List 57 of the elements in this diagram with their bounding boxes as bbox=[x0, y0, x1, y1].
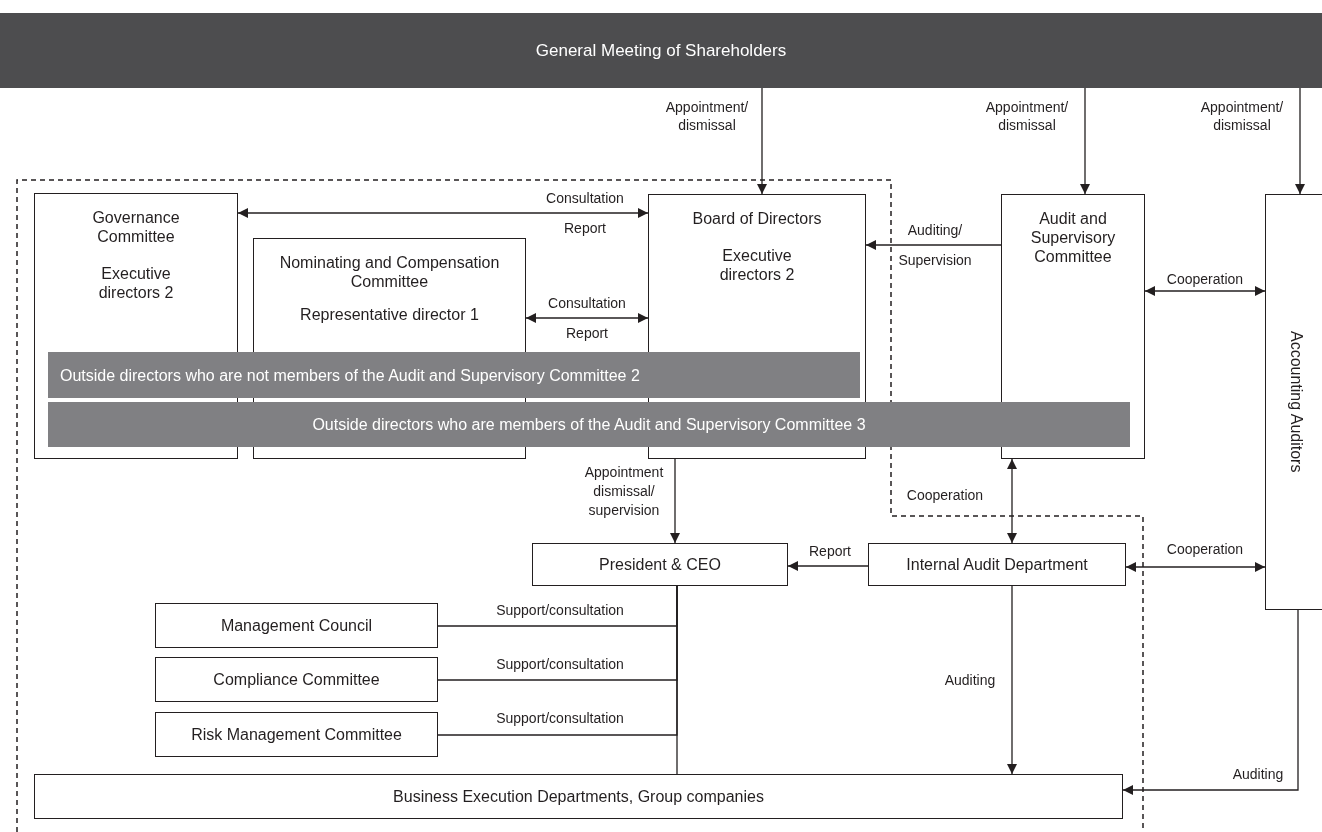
node-title: Outside directors who are not members of the Audit and Supervisory Committee 2 bbox=[60, 365, 640, 385]
edge-label: Appointment/ dismissal bbox=[984, 98, 1070, 134]
arrow bbox=[237, 208, 649, 218]
arrow bbox=[1007, 585, 1017, 775]
arrow bbox=[1144, 286, 1266, 296]
edge-label: Support/consultation bbox=[495, 709, 625, 727]
committee-box bbox=[155, 657, 438, 702]
node-title: Internal Audit Department bbox=[906, 555, 1088, 574]
arrow bbox=[525, 313, 649, 323]
edge-label: Cooperation bbox=[905, 486, 985, 504]
node-detail: Executive directors 2 bbox=[718, 246, 796, 284]
member-band bbox=[48, 352, 860, 398]
edge-label: Support/consultation bbox=[495, 655, 625, 673]
node-title: Audit and Supervisory Committee bbox=[1029, 209, 1117, 266]
member-band bbox=[48, 402, 1130, 447]
arrow bbox=[865, 240, 1002, 250]
edge-label: Appointment/ dismissal bbox=[1199, 98, 1285, 134]
node-title: Management Council bbox=[220, 616, 373, 635]
edge-label: Report bbox=[808, 542, 852, 560]
committee-box bbox=[155, 712, 438, 757]
arrow bbox=[787, 561, 869, 571]
executive-box bbox=[532, 543, 788, 586]
node-title: Governance Committee bbox=[91, 208, 181, 246]
edge-label: Consultation Report bbox=[547, 294, 627, 343]
edge-label: Support/consultation bbox=[495, 601, 625, 619]
edge-label: Appointment/ dismissal bbox=[664, 98, 750, 134]
arrow bbox=[1122, 609, 1299, 795]
node-title: Risk Management Committee bbox=[191, 725, 402, 744]
arrow bbox=[670, 458, 680, 544]
connector-line bbox=[676, 585, 678, 775]
edge-label: Auditing bbox=[1231, 765, 1285, 783]
arrow bbox=[757, 87, 767, 195]
arrow bbox=[1080, 87, 1090, 195]
node-title: Accounting Auditors bbox=[1286, 331, 1306, 473]
edge-label: Auditing/ Supervision bbox=[897, 221, 973, 270]
node-title: Nominating and Compensation Committee bbox=[278, 253, 501, 291]
node-detail: Executive directors 2 bbox=[97, 264, 175, 302]
department-box bbox=[34, 774, 1123, 819]
node-detail: Representative director 1 bbox=[300, 305, 479, 324]
node-title: Business Execution Departments, Group companies bbox=[393, 787, 764, 806]
node-title: Compliance Committee bbox=[213, 670, 380, 689]
auditor-box bbox=[1265, 194, 1322, 610]
meeting-band bbox=[0, 13, 1322, 88]
arrow bbox=[1007, 458, 1017, 544]
edge-label: Cooperation bbox=[1165, 540, 1245, 558]
arrow bbox=[1125, 562, 1266, 572]
edge-label: Auditing bbox=[943, 671, 997, 689]
edge-label: Consultation Report bbox=[545, 189, 625, 238]
node-title: Board of Directors bbox=[692, 209, 822, 228]
node-title: General Meeting of Shareholders bbox=[535, 41, 787, 60]
node-title: Outside directors who are members of the Audit and Supervisory Committee 3 bbox=[312, 415, 866, 434]
node-title: President & CEO bbox=[599, 555, 721, 574]
arrow bbox=[1295, 87, 1305, 195]
council-box bbox=[155, 603, 438, 648]
department-box bbox=[868, 543, 1126, 586]
edge-label: Appointment dismissal/ supervision bbox=[583, 463, 665, 520]
edge-label: Cooperation bbox=[1165, 270, 1245, 288]
